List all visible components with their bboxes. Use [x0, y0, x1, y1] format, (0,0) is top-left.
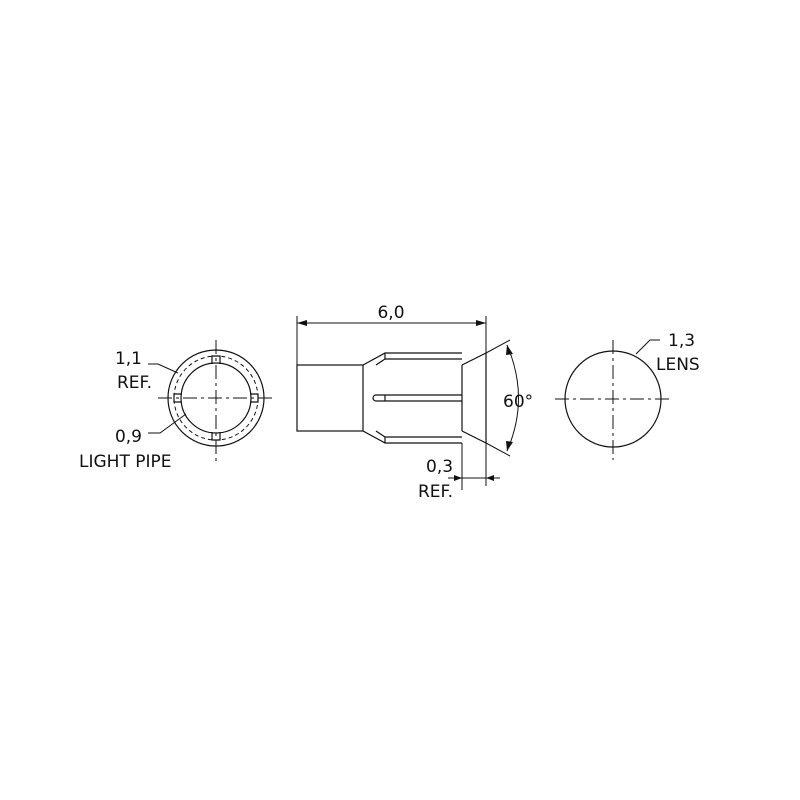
lens-dim-leader	[635, 339, 660, 355]
angle-arc	[506, 344, 519, 452]
offset-arrow-left	[454, 475, 462, 481]
side-view: 60° 6,0 0,3 REF.	[296, 303, 533, 502]
offset-dim-value: 0,3	[426, 457, 453, 477]
angle-dim: 60°	[503, 392, 533, 412]
offset-arrow-right	[486, 475, 494, 481]
inner-dim-note: LIGHT PIPE	[79, 452, 172, 472]
lens-dim-value: 1,3	[668, 331, 695, 351]
side-view-upper-arm-inner	[375, 358, 462, 366]
end-view-rib-right	[250, 393, 259, 403]
side-view-slot	[372, 394, 462, 402]
angle-arrow-bottom	[506, 441, 513, 451]
length-arrow-right	[476, 320, 486, 326]
inner-dim-value: 0,9	[115, 427, 142, 447]
angle-ext-bottom	[485, 442, 511, 457]
length-arrow-left	[297, 320, 307, 326]
end-view-rib-top	[211, 355, 221, 364]
outer-dim-value: 1,1	[115, 349, 142, 369]
lens-dim-note: LENS	[656, 355, 700, 375]
end-view-rib-bottom	[211, 432, 221, 441]
outer-dim-note: REF.	[117, 373, 152, 393]
side-view-chamfer-top	[461, 352, 487, 366]
inner-dim-leader	[148, 413, 187, 434]
side-view-lower-arm-inner	[375, 430, 462, 438]
side-view-base	[296, 364, 364, 432]
end-view-rib-left	[173, 393, 182, 403]
angle-ext-top	[485, 339, 511, 354]
end-view: 1,1 REF. 0,9 LIGHT PIPE	[79, 340, 274, 472]
side-view-chamfer-bottom	[461, 430, 487, 444]
outer-dim-leader	[148, 363, 179, 374]
lens-view: 1,3 LENS	[555, 331, 700, 460]
offset-dim-note: REF.	[418, 482, 453, 502]
length-dim: 6,0	[377, 303, 404, 323]
angle-arrow-top	[506, 345, 513, 355]
